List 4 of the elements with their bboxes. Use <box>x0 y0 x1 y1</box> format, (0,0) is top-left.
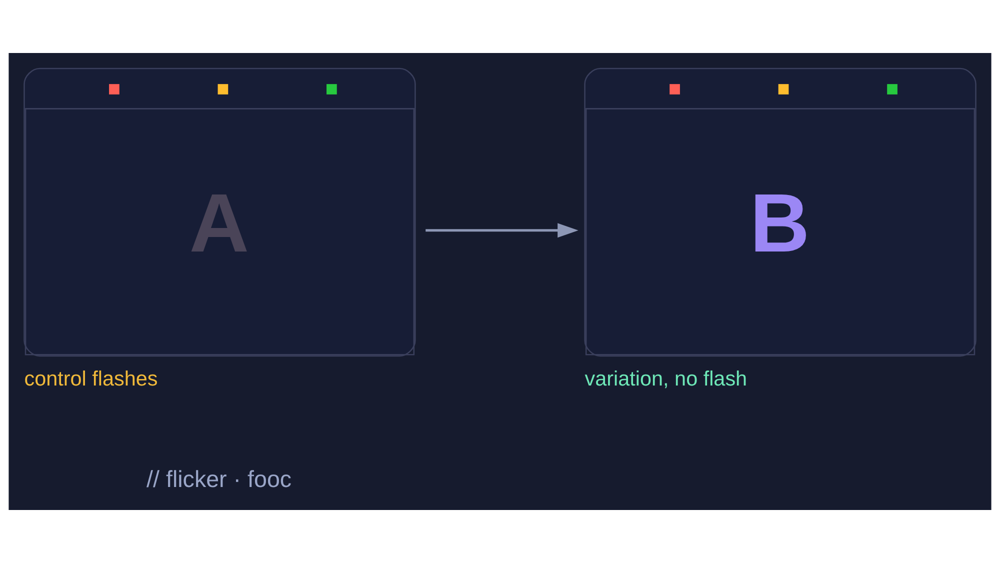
node-label: variation, no flash <box>584 367 748 390</box>
node-label: control flashes <box>24 367 158 390</box>
label: // flicker · fooc <box>146 466 292 492</box>
arrow <box>426 223 578 238</box>
